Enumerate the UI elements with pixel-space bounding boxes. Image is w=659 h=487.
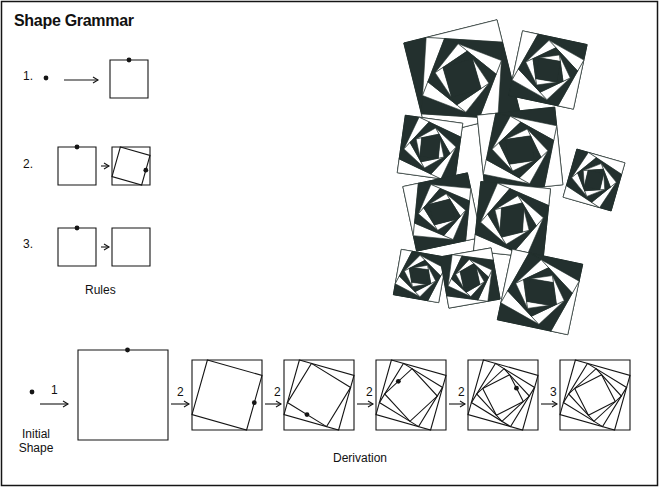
- square: [560, 360, 630, 430]
- marker-dot: [30, 390, 35, 395]
- core-square: [506, 136, 534, 164]
- square: [468, 360, 538, 430]
- marker-dot: [396, 379, 401, 384]
- derivation-arrow-head: [276, 401, 281, 407]
- step-number: 2: [458, 386, 465, 400]
- marker-dot: [143, 168, 148, 173]
- derivation-arrow: [40, 403, 68, 404]
- rules: [44, 58, 150, 266]
- derivation-arrow-head: [184, 401, 189, 407]
- derivation-arrow-head: [460, 401, 465, 407]
- marker-dot: [127, 58, 132, 63]
- square: [284, 360, 354, 430]
- core-square: [536, 58, 560, 82]
- marker-dot: [252, 400, 257, 405]
- marker-dot: [125, 348, 130, 353]
- square: [376, 360, 446, 430]
- square: [376, 360, 446, 430]
- square: [58, 147, 96, 185]
- square: [112, 147, 150, 185]
- square: [560, 360, 630, 430]
- step-number: 3: [550, 386, 557, 400]
- filled-square: [403, 173, 481, 251]
- title: Shape Grammar: [14, 12, 134, 30]
- square: [379, 363, 442, 426]
- core-square: [500, 208, 524, 232]
- square: [78, 350, 168, 440]
- filled-square: [474, 182, 551, 259]
- square: [110, 60, 148, 98]
- square: [385, 369, 438, 422]
- step-number: 1: [51, 384, 58, 398]
- rule-arrow-head: [104, 244, 109, 250]
- marker-dot: [514, 386, 519, 391]
- square: [468, 360, 538, 430]
- square: [112, 228, 150, 266]
- derivation-arrow-head: [63, 401, 68, 407]
- filled-square: [509, 31, 587, 109]
- core-square: [584, 170, 603, 189]
- marker-dot: [305, 412, 310, 417]
- rule-number: 3.: [23, 238, 33, 252]
- section-label: Derivation: [333, 452, 387, 466]
- step-number: 2: [177, 386, 184, 400]
- derivation-arrow: [449, 403, 465, 404]
- derivation-arrow-head: [552, 401, 557, 407]
- square: [563, 363, 626, 426]
- square: [192, 360, 262, 430]
- rule-number: 2.: [23, 158, 33, 172]
- square: [477, 369, 530, 422]
- step-number: 2: [274, 386, 281, 400]
- square: [287, 363, 350, 426]
- filled-square: [397, 115, 463, 181]
- marker-dot: [75, 145, 80, 150]
- derivation-arrow: [357, 403, 373, 404]
- derivation-arrow: [171, 403, 189, 404]
- core-square: [412, 268, 429, 285]
- marker-dot: [75, 226, 80, 231]
- core-square: [527, 279, 554, 306]
- start-label: Initial Shape: [10, 428, 62, 456]
- core-square: [443, 59, 481, 97]
- rule-number: 1.: [23, 70, 33, 84]
- square: [471, 363, 534, 426]
- filled-square: [393, 249, 446, 302]
- marker-dot: [44, 76, 49, 81]
- core-square: [460, 268, 480, 288]
- square: [192, 360, 262, 430]
- square: [112, 147, 150, 185]
- derivation-arrow-head: [368, 401, 373, 407]
- filled-square: [563, 149, 625, 211]
- square: [58, 228, 96, 266]
- section-label: Rules: [85, 284, 116, 298]
- derivation-arrow: [265, 403, 281, 404]
- rule-arrow-head: [104, 163, 109, 169]
- rule-arrow-head: [93, 77, 98, 83]
- rosette-pattern: [393, 20, 625, 335]
- core-square: [429, 199, 455, 225]
- filled-square: [497, 249, 582, 334]
- square: [483, 375, 524, 416]
- rule-arrow: [64, 79, 98, 80]
- derivation-arrow: [541, 403, 557, 404]
- step-number: 2: [366, 386, 373, 400]
- square: [569, 369, 622, 422]
- square: [284, 360, 354, 430]
- core-square: [420, 138, 440, 158]
- square: [575, 375, 616, 416]
- filled-square: [477, 107, 563, 193]
- derivation: [30, 348, 630, 440]
- filled-square: [440, 248, 500, 308]
